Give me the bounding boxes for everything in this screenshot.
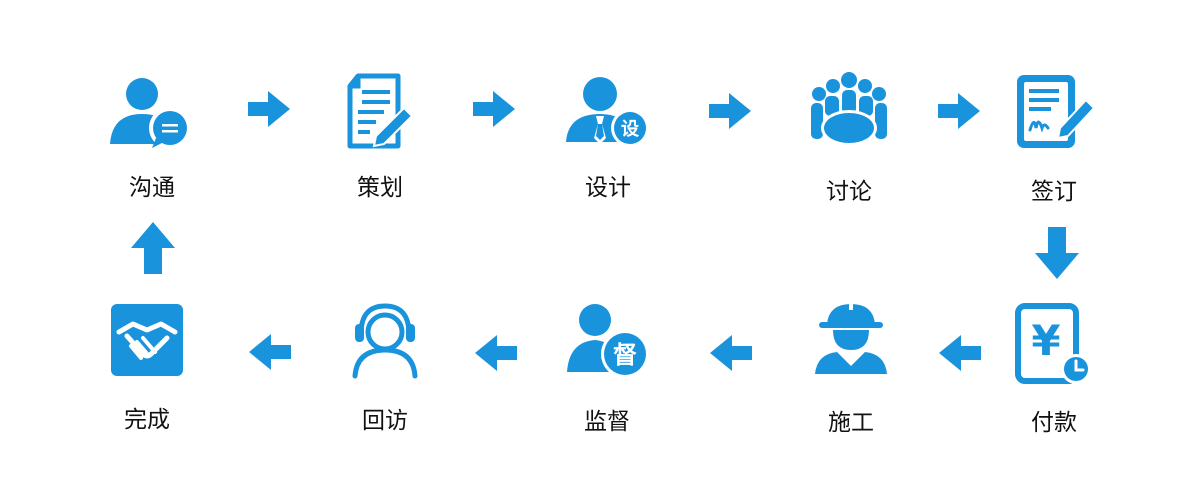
step-design: 设 设计 bbox=[553, 72, 663, 222]
step-complete: 完成 bbox=[92, 302, 202, 452]
yen-symbol: ¥ bbox=[1031, 316, 1060, 365]
supervisor-icon: 督 bbox=[567, 304, 649, 378]
step-discussion: 讨论 bbox=[794, 72, 904, 222]
arrow-up-icon bbox=[131, 222, 175, 274]
step-label: 付款 bbox=[1031, 410, 1077, 436]
arrow-left-icon bbox=[939, 335, 981, 371]
step-signing: 签订 bbox=[999, 72, 1109, 222]
arrow-left-icon bbox=[475, 335, 517, 371]
step-planning: 策划 bbox=[325, 72, 435, 222]
arrow-left-icon bbox=[249, 334, 291, 370]
step-label: 沟通 bbox=[129, 175, 175, 201]
payment-yen-icon: ¥ bbox=[1015, 303, 1091, 384]
step-communicate: 沟通 bbox=[97, 72, 207, 222]
arrow-right-icon bbox=[709, 93, 751, 129]
step-label: 讨论 bbox=[826, 179, 872, 205]
arrow-down-icon bbox=[1035, 227, 1079, 279]
step-label: 设计 bbox=[585, 175, 631, 201]
step-follow-up: 回访 bbox=[330, 302, 440, 452]
step-label: 策划 bbox=[357, 175, 403, 201]
user-chat-icon bbox=[110, 78, 191, 149]
step-label: 监督 bbox=[584, 409, 630, 435]
design-badge: 设 bbox=[621, 119, 639, 140]
document-pen-icon bbox=[347, 73, 414, 149]
handshake-icon bbox=[111, 304, 183, 376]
step-label: 签订 bbox=[1031, 179, 1077, 205]
arrow-right-icon bbox=[938, 93, 980, 129]
worker-helmet-icon bbox=[815, 302, 887, 374]
supervise-badge: 督 bbox=[613, 341, 637, 369]
step-construction: 施工 bbox=[796, 302, 906, 452]
designer-icon: 设 bbox=[566, 77, 649, 147]
step-payment: ¥ 付款 bbox=[999, 303, 1109, 453]
arrow-left-icon bbox=[710, 335, 752, 371]
meeting-icon bbox=[811, 72, 887, 146]
headset-icon bbox=[352, 303, 418, 379]
step-label: 完成 bbox=[124, 407, 170, 433]
arrow-right-icon bbox=[473, 91, 515, 127]
arrow-right-icon bbox=[248, 91, 290, 127]
step-supervision: 督 监督 bbox=[552, 302, 662, 452]
step-label: 回访 bbox=[362, 408, 408, 434]
step-label: 施工 bbox=[828, 410, 874, 436]
contract-sign-icon bbox=[1017, 75, 1096, 148]
